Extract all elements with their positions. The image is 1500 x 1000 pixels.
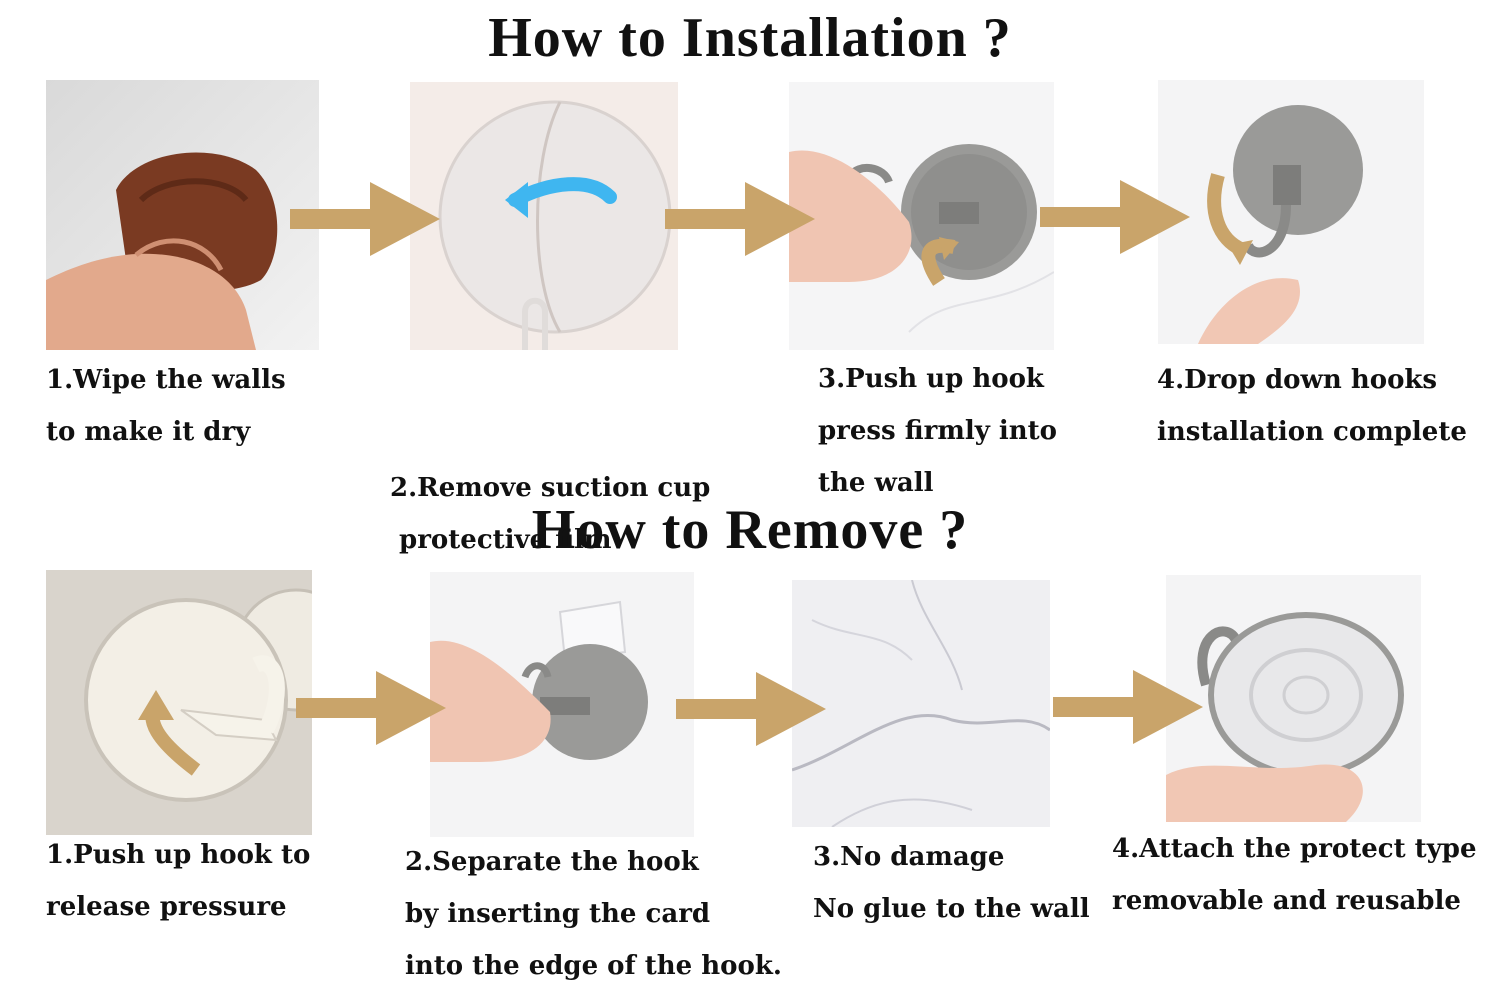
- install-step2-photo: [410, 82, 678, 350]
- remove-step1-photo: [46, 570, 312, 835]
- remove-step3-photo: [792, 580, 1050, 827]
- arrow-right-icon: [1053, 670, 1203, 744]
- install-step3-photo: [789, 82, 1054, 350]
- arrow-right-icon: [676, 672, 826, 746]
- install-step4-photo: [1158, 80, 1424, 344]
- remove-step4-photo: [1166, 575, 1421, 822]
- install-title: How to Installation ?: [488, 7, 1012, 69]
- remove-step2-photo: [430, 572, 694, 837]
- arrow-right-icon: [665, 182, 815, 256]
- remove-title: How to Remove ?: [531, 499, 969, 561]
- arrow-right-icon: [1040, 180, 1190, 254]
- arrow-right-icon: [290, 182, 440, 256]
- install-step2-caption: 2.Remove suction cup protective film: [390, 473, 711, 555]
- install-step1-photo: [46, 80, 319, 350]
- arrow-right-icon: [296, 671, 446, 745]
